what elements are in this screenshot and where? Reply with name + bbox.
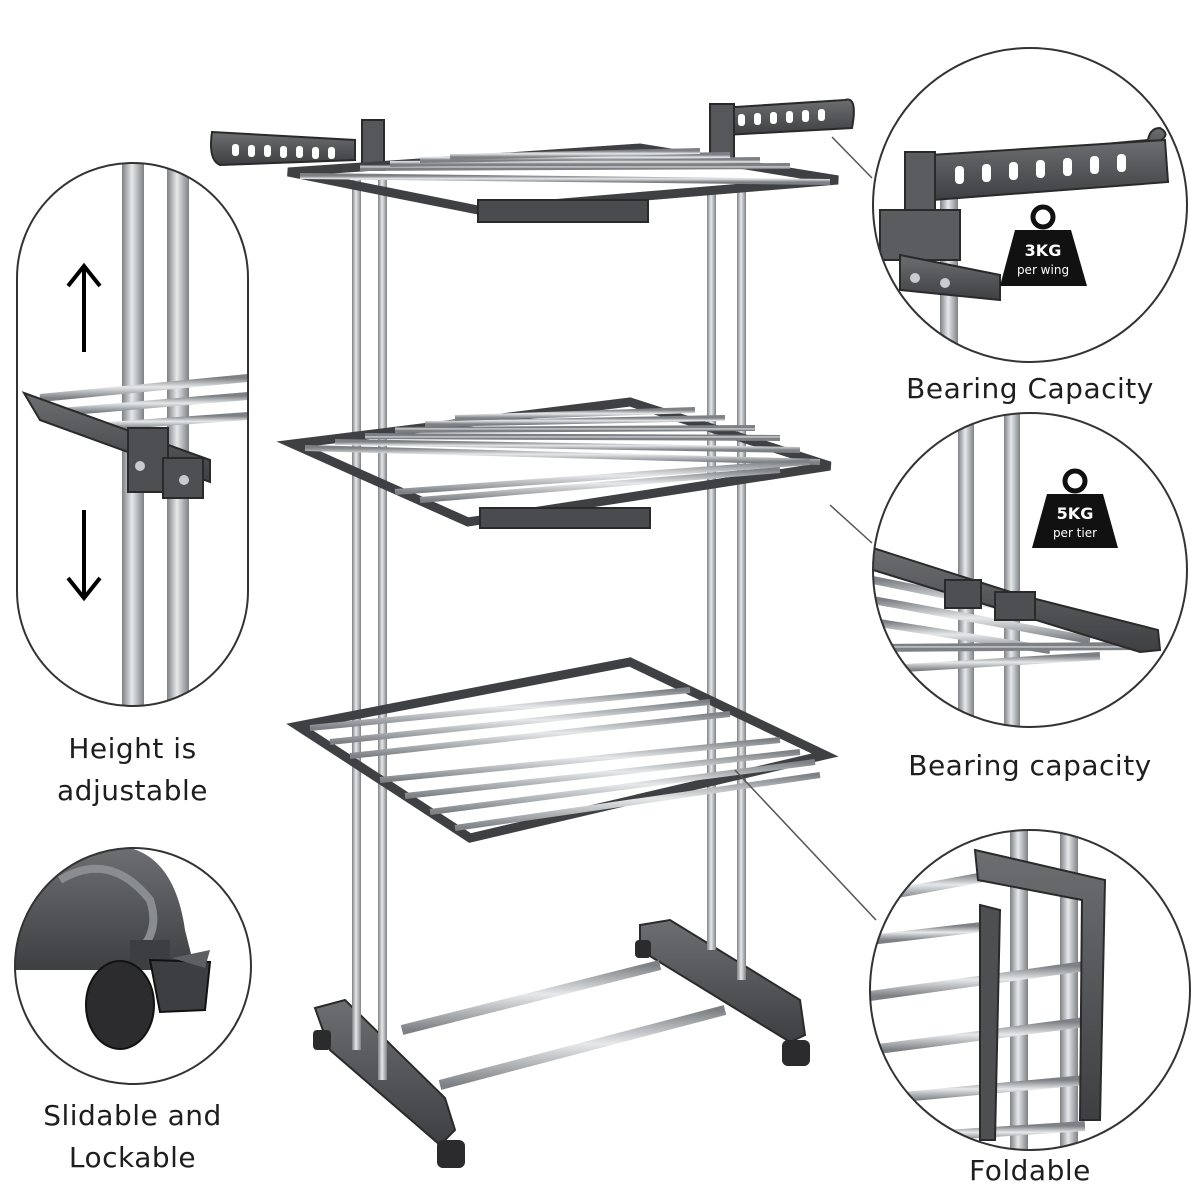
callout-lines bbox=[734, 136, 877, 921]
arrow-down-icon bbox=[66, 510, 102, 602]
arrow-up-icon bbox=[66, 262, 102, 352]
tier-capacity-label: Bearing capacity bbox=[873, 745, 1187, 787]
wing-capacity-inset: 3KG per wing bbox=[872, 47, 1188, 363]
height-label: Height is adjustable bbox=[17, 728, 248, 812]
top-wing-right bbox=[709, 98, 855, 165]
foldable-text: Foldable bbox=[969, 1154, 1091, 1187]
rack-tier-top bbox=[287, 143, 839, 223]
tier-weight-unit: per tier bbox=[1053, 526, 1097, 540]
rack-tier-bottom bbox=[286, 657, 839, 843]
wing-capacity-label: Bearing Capacity bbox=[880, 368, 1180, 410]
top-wing-left bbox=[210, 119, 385, 171]
tier-capacity-inset: 5KG per tier bbox=[872, 412, 1188, 728]
foldable-inset bbox=[869, 829, 1191, 1151]
wing-capacity-text: Bearing Capacity bbox=[906, 372, 1154, 405]
tier-weight-value: 5KG bbox=[1057, 504, 1094, 523]
foldable-label: Foldable bbox=[920, 1150, 1140, 1192]
wing-weight-unit: per wing bbox=[1017, 263, 1069, 277]
wheel bbox=[437, 1140, 465, 1168]
weight-icon: 5KG per tier bbox=[1032, 468, 1118, 548]
wheel-inset bbox=[14, 847, 252, 1085]
height-adjust-inset bbox=[16, 162, 249, 707]
rack-poles bbox=[352, 180, 746, 1080]
wheels-label-line2: Lockable bbox=[68, 1141, 197, 1174]
weight-icon: 3KG per wing bbox=[1000, 204, 1087, 286]
wheel bbox=[782, 1040, 810, 1066]
wing-weight-value: 3KG bbox=[1025, 241, 1062, 260]
drying-rack bbox=[210, 98, 855, 1168]
rack-tier-middle bbox=[276, 397, 832, 529]
wheels-label-line1: Slidable and bbox=[43, 1099, 222, 1132]
height-label-line1: Height is bbox=[68, 732, 197, 765]
wheel-icon bbox=[85, 960, 155, 1050]
tier-capacity-text: Bearing capacity bbox=[908, 749, 1152, 782]
rack-base bbox=[313, 918, 810, 1168]
height-label-line2: adjustable bbox=[57, 774, 208, 807]
wheels-label: Slidable and Lockable bbox=[5, 1095, 260, 1179]
